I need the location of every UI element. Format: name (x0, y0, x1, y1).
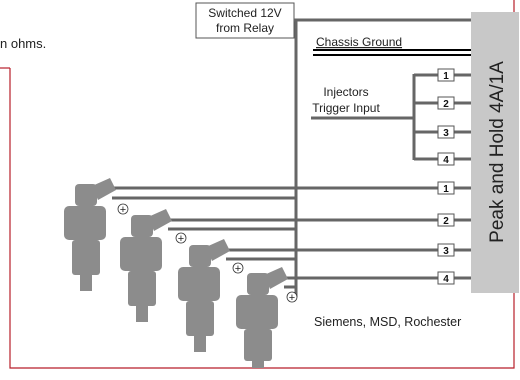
injector-terminal-1: 1 (443, 184, 449, 195)
trigger-terminal-2: 2 (443, 99, 449, 110)
chassis-ground-label: Chassis Ground (316, 35, 402, 49)
driver-label: Peak and Hold 4A/1A (487, 61, 508, 243)
relay-label-line-1: Switched 12V (208, 6, 281, 20)
peak-hold-driver-box (471, 12, 519, 293)
injector-2 (120, 209, 172, 322)
trigger-terminals: 1 2 3 4 (437, 68, 455, 166)
injector-terminals: 1 2 3 4 (437, 181, 455, 285)
injector-terminal-3: 3 (443, 246, 449, 257)
injectors-label: Injectors (323, 85, 368, 99)
polarity-markers: + + + + (117, 203, 298, 304)
trigger-wires (414, 73, 471, 161)
injector-wires (112, 186, 471, 289)
polarity-plus-icon: + (235, 263, 241, 275)
trigger-terminal-4: 4 (443, 155, 449, 166)
polarity-plus-icon: + (120, 204, 126, 216)
relay-label-line-2: from Relay (216, 21, 274, 35)
trigger-terminal-1: 1 (443, 71, 449, 82)
page-text-fragment: n ohms. (0, 36, 47, 51)
injector-3 (178, 239, 230, 352)
injector-terminal-2: 2 (443, 216, 449, 227)
injector-terminal-4: 4 (443, 274, 449, 285)
polarity-plus-icon: + (178, 233, 184, 245)
trigger-terminal-3: 3 (443, 128, 449, 139)
trigger-input-label: Trigger Input (312, 101, 380, 115)
injector-brands-label: Siemens, MSD, Rochester (314, 315, 461, 329)
injector-4 (236, 267, 288, 368)
injector-1 (64, 178, 116, 291)
polarity-plus-icon: + (289, 292, 295, 304)
